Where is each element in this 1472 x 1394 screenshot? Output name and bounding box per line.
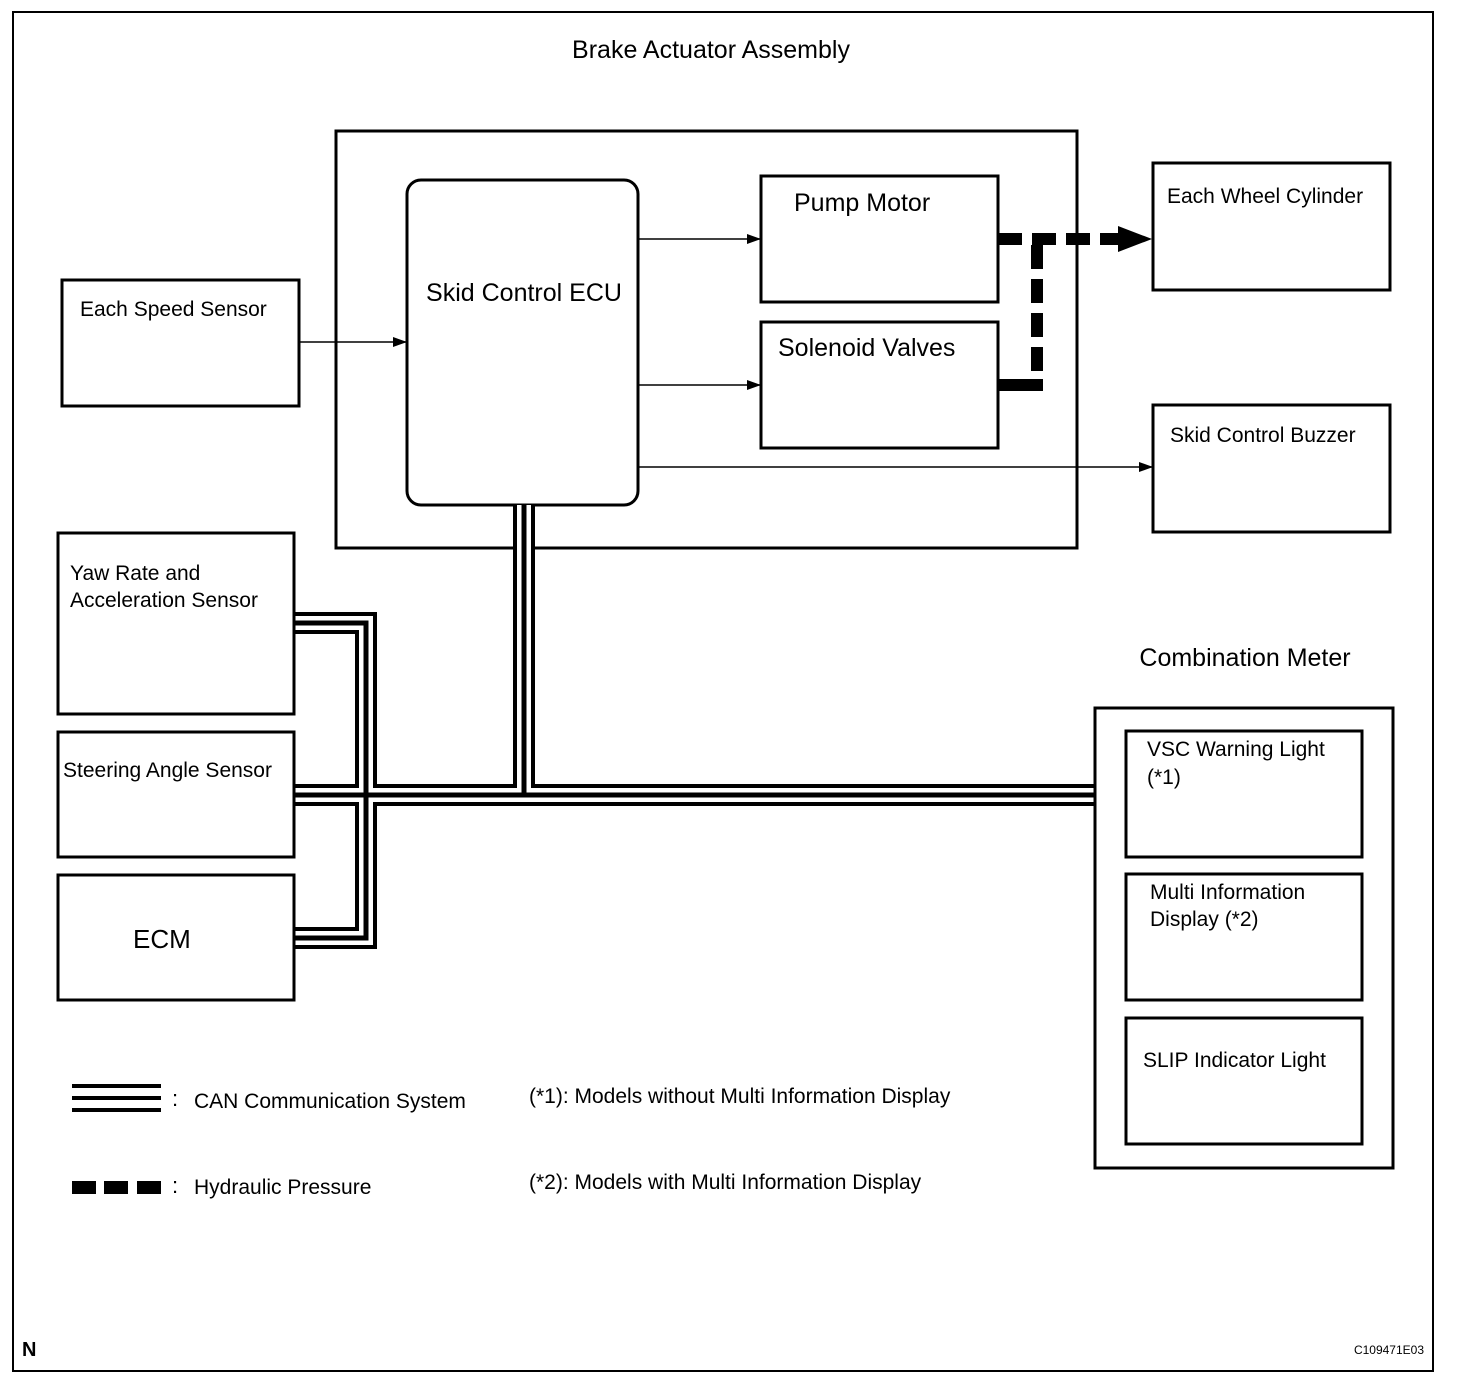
legend-hydraulic-colon: : xyxy=(172,1173,178,1198)
skid-control-ecu-box xyxy=(405,178,640,507)
hydraulic-arrowhead xyxy=(1118,226,1152,252)
vsc-warning-light-label-line2: (*1) xyxy=(1147,766,1181,789)
legend-can-label: CAN Communication System xyxy=(194,1090,466,1113)
note-1: (*1): Models without Multi Information D… xyxy=(529,1085,951,1108)
legend-can-swatch xyxy=(72,1084,161,1112)
legend-hydraulic-label: Hydraulic Pressure xyxy=(194,1176,371,1199)
skid-control-ecu-label: Skid Control ECU xyxy=(426,279,622,307)
ecm-label: ECM xyxy=(133,924,191,954)
yaw-rate-sensor-label-line1: Yaw Rate and xyxy=(70,562,200,585)
ecm-box xyxy=(56,873,296,1002)
note-2: (*2): Models with Multi Information Disp… xyxy=(529,1171,922,1194)
pump-motor-label: Pump Motor xyxy=(794,189,930,217)
solenoid-valves-label: Solenoid Valves xyxy=(778,334,955,362)
solenoid-valves-box xyxy=(759,320,1000,450)
figure-code: C109471E03 xyxy=(1354,1343,1424,1357)
hydraulic-pressure-lines xyxy=(998,233,1118,391)
skid-control-buzzer-box xyxy=(1151,403,1392,534)
each-wheel-cylinder-box xyxy=(1151,161,1392,292)
outer-frame xyxy=(12,11,1434,1372)
yaw-rate-sensor-label-line2: Acceleration Sensor xyxy=(70,589,258,612)
multi-information-display-label-line2: Display (*2) xyxy=(1150,908,1259,931)
each-speed-sensor-box xyxy=(60,278,301,408)
combination-meter-title: Combination Meter xyxy=(1139,644,1350,672)
yaw-rate-sensor-box xyxy=(56,531,296,716)
vsc-warning-light-label-line1: VSC Warning Light xyxy=(1147,738,1325,761)
each-speed-sensor-label: Each Speed Sensor xyxy=(80,298,267,321)
vsc-warning-light-box xyxy=(1124,729,1364,859)
multi-information-display-box xyxy=(1124,872,1364,1002)
can-bus-lines xyxy=(294,505,1094,949)
each-wheel-cylinder-label: Each Wheel Cylinder xyxy=(1167,185,1363,208)
legend-can-colon: : xyxy=(172,1086,178,1111)
brake-actuator-assembly-title: Brake Actuator Assembly xyxy=(572,36,850,64)
pump-motor-box xyxy=(759,174,1000,304)
skid-control-buzzer-label: Skid Control Buzzer xyxy=(1170,424,1356,447)
steering-angle-sensor-box xyxy=(56,730,296,859)
slip-indicator-light-box xyxy=(1124,1016,1364,1146)
steering-angle-sensor-label: Steering Angle Sensor xyxy=(63,759,272,782)
slip-indicator-light-label: SLIP Indicator Light xyxy=(1143,1049,1326,1072)
legend-hydraulic-swatch xyxy=(72,1181,161,1194)
corner-letter: N xyxy=(22,1339,36,1361)
brake-actuator-assembly-box xyxy=(334,129,1079,550)
multi-information-display-label-line1: Multi Information xyxy=(1150,881,1305,904)
